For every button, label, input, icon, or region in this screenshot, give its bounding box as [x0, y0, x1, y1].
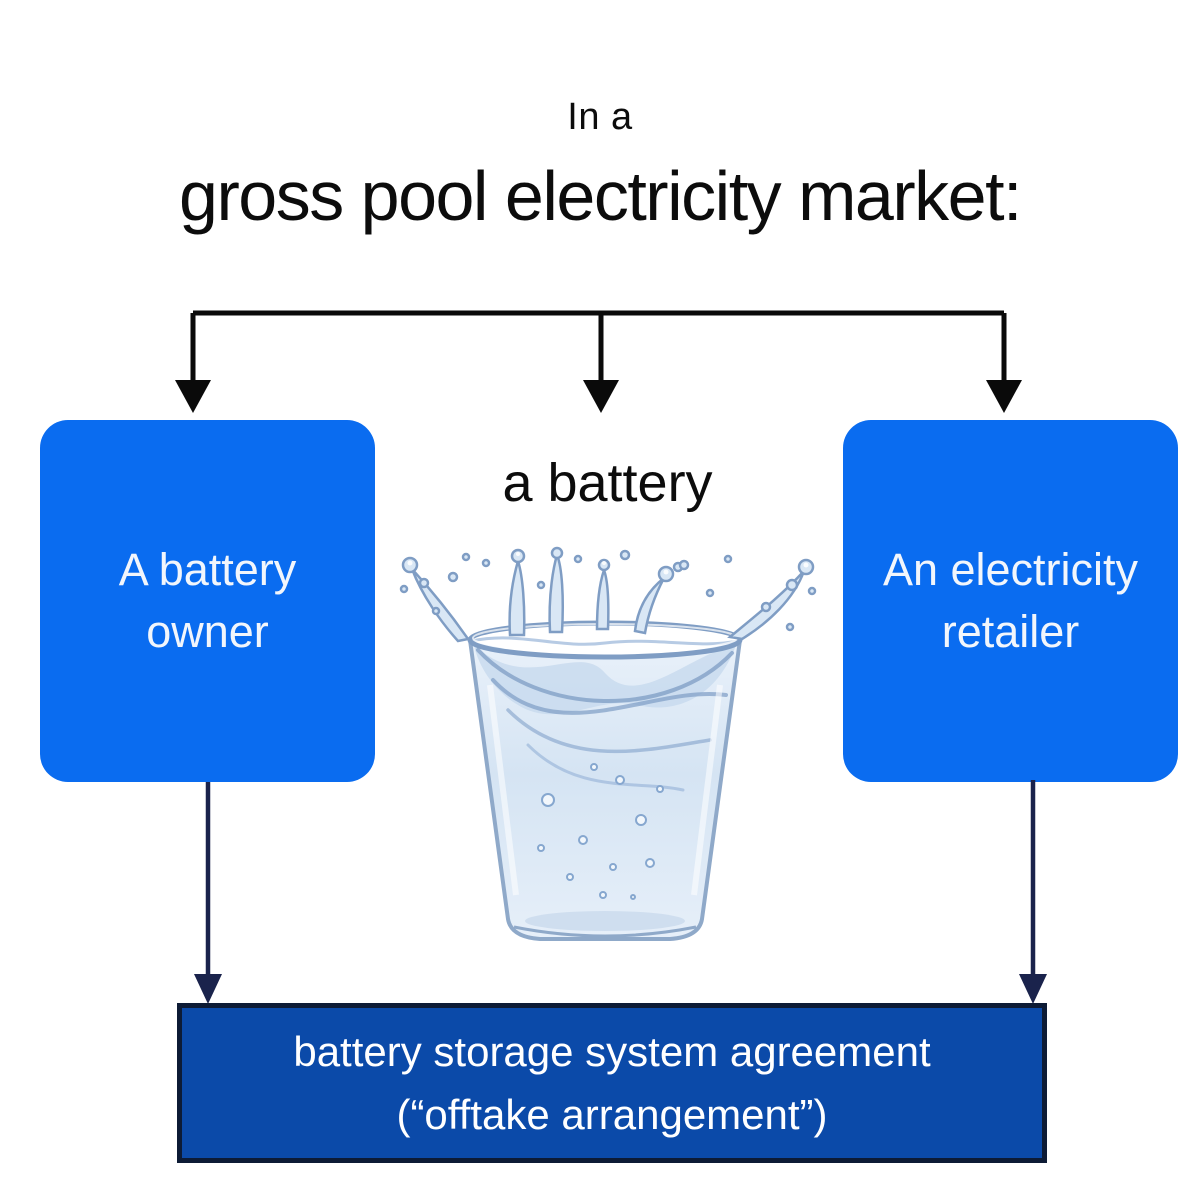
water-bubbles — [537, 763, 664, 900]
glass-body — [468, 638, 742, 941]
battery-owner-box: A battery owner — [40, 420, 375, 782]
agreement-box: battery storage system agreement (“offta… — [177, 1003, 1047, 1163]
arrow-retailer-to-agreement — [1019, 780, 1047, 1004]
glass-base — [513, 911, 697, 938]
agreement-line2: (“offtake arrangement”) — [396, 1091, 828, 1138]
arrowhead-navy-left-icon — [194, 974, 222, 1004]
title-pre: In a — [567, 96, 633, 138]
electricity-retailer-box: An electricity retailer — [843, 420, 1178, 782]
arrowhead-left-icon — [175, 380, 211, 413]
arrowhead-navy-right-icon — [1019, 974, 1047, 1004]
glass-of-water-splash-image — [398, 545, 818, 943]
page-title: gross pool electricity market: — [179, 157, 1022, 235]
electricity-retailer-label: An electricity retailer — [882, 543, 1139, 657]
splash-crown — [399, 546, 817, 643]
battery-label: a battery — [502, 453, 713, 513]
arrow-owner-to-agreement — [194, 782, 222, 1004]
agreement-line1: battery storage system agreement — [293, 1028, 931, 1075]
arrowhead-right-icon — [986, 380, 1022, 413]
water-swirl — [470, 636, 740, 792]
arrowhead-center-icon — [583, 380, 619, 413]
branch-connector — [175, 310, 1022, 413]
battery-owner-label: A battery owner — [118, 543, 297, 657]
water-glass-graphic — [399, 546, 817, 941]
